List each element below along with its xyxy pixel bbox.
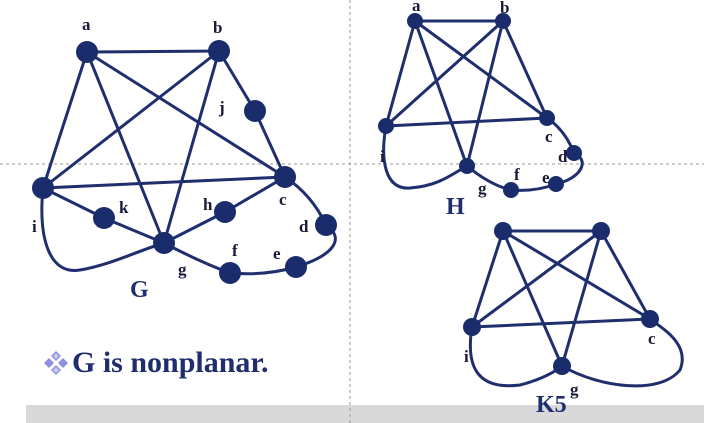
graph-h-edge-a-i [384,19,417,128]
graph-h-edge-b-c [501,19,549,120]
graph-h-vertex-f [503,182,519,198]
graph-g-edge-a-i [41,50,89,190]
graph-h-edge-b-i [384,19,505,128]
graph-k5-vertex-label-g: g [570,380,579,399]
graph-h-vertex-g [459,158,475,174]
graph-g-edge-b-g [162,49,221,245]
graph-h-vertex-a [407,13,423,29]
graph-g-vertex-label-c: c [279,190,287,209]
graph-h-vertex-label-b: b [500,0,509,17]
statement-text: G is nonplanar. [72,346,269,379]
footer-bar [26,405,704,423]
graph-g-edge-i-c [41,175,287,190]
graph-g-vertex-c [274,166,296,188]
graph-h-edges [382,19,584,192]
graph-g-vertex-label-h: h [203,195,213,214]
graph-h-vertex-i [378,118,394,134]
graph-g-vertex-g [153,232,175,254]
graph-g-edge-i-g [40,186,166,272]
graph-h-edge-a-c [413,19,549,120]
graph-k5-vertex-label-c: c [648,329,656,348]
graph-g-vertex-label-k: k [119,198,129,217]
graph-h-vertex-b [495,13,511,29]
graph-h-vertex-label-i: i [380,147,385,166]
graph-h-nodes [378,13,582,198]
graph-h-edge-i-g [382,124,469,190]
graph-h-edge-b-g [465,19,505,168]
graph-h-vertex-e [548,176,564,192]
graph-k5-edge-v2-c [599,229,652,321]
graph-k5-edges [468,229,684,388]
graph-g-vertex-label-i: i [32,217,37,236]
graph-g-vertex-f [219,262,241,284]
graph-k5-vertex-v1 [494,222,512,240]
graph-h-vertex-label-d: d [558,147,568,166]
graph-k5-vertex-label-i: i [464,347,469,366]
graph-g-edge-c-h [223,175,287,214]
graph-h-vertex-label-f: f [514,165,520,184]
graph-g-edge-a-c [85,50,287,179]
graph-k5-nodes [463,222,659,375]
graph-h-name: H [446,194,465,220]
graph-g-vertex-a [76,41,98,63]
graph-k5-edge-v1-i [470,229,505,329]
graph-h-vertex-label-a: a [412,0,421,15]
nonplanar-statement: G is nonplanar. [42,346,268,380]
graph-g-vertex-e [285,256,307,278]
graph-g-vertex-label-g: g [178,260,187,279]
graph-g-vertex-i [32,177,54,199]
graph-g-name: G [130,277,149,303]
graph-k5-vertex-c [641,310,659,328]
graph-g-nodes [32,40,337,284]
graph-h-edge-i-c [384,116,549,128]
graph-g-edge-j-c [253,109,287,179]
graph-k5-vertex-v2 [592,222,610,240]
diamond-cluster-icon [44,351,68,375]
graph-k5-edge-i-g [468,325,564,388]
graph-g-vertex-label-e: e [273,244,281,263]
graph-g-edge-h-g [162,210,227,245]
graph-k5-edge-v1-g [501,229,564,368]
graph-g-vertex-b [208,40,230,62]
graph-k5-edge-i-c [470,317,652,329]
graph-h-vertex-label-c: c [545,127,553,146]
graph-g-vertex-label-j: j [218,98,225,117]
graph-k5-edge-v1-c [501,229,652,321]
graph-k5-name: K5 [536,392,567,418]
graph-h-edge-a-g [413,19,469,168]
graph-g-edge-i-k [41,186,106,220]
graph-g-vertex-label-f: f [232,241,238,260]
graph-g-edge-a-b [85,49,221,54]
graph-k5-edge-g-c [560,317,684,388]
graph-h-vertex-label-e: e [542,168,550,187]
graph-g-vertex-h [214,201,236,223]
graph-g-vertex-label-a: a [82,15,91,34]
graph-k5-vertex-g [553,357,571,375]
graph-g-edge-b-i [41,49,221,190]
graph-h-vertex-d [566,145,582,161]
graph-g-vertex-d [315,214,337,236]
graph-g-vertex-k [93,207,115,229]
graph-g-vertex-label-b: b [213,18,222,37]
graph-k5-vertex-i [463,318,481,336]
graph-g-edges [40,49,337,276]
graph-h-vertex-label-g: g [478,179,487,198]
graph-g-edge-b-j [217,49,257,113]
graph-g-vertex-label-d: d [299,217,309,236]
graph-k5-edge-v2-i [470,229,603,329]
graph-g-edge-a-g [85,50,166,245]
graph-h-vertex-c [539,110,555,126]
graph-g-vertex-j [244,100,266,122]
graph-k5-edge-v2-g [560,229,603,368]
